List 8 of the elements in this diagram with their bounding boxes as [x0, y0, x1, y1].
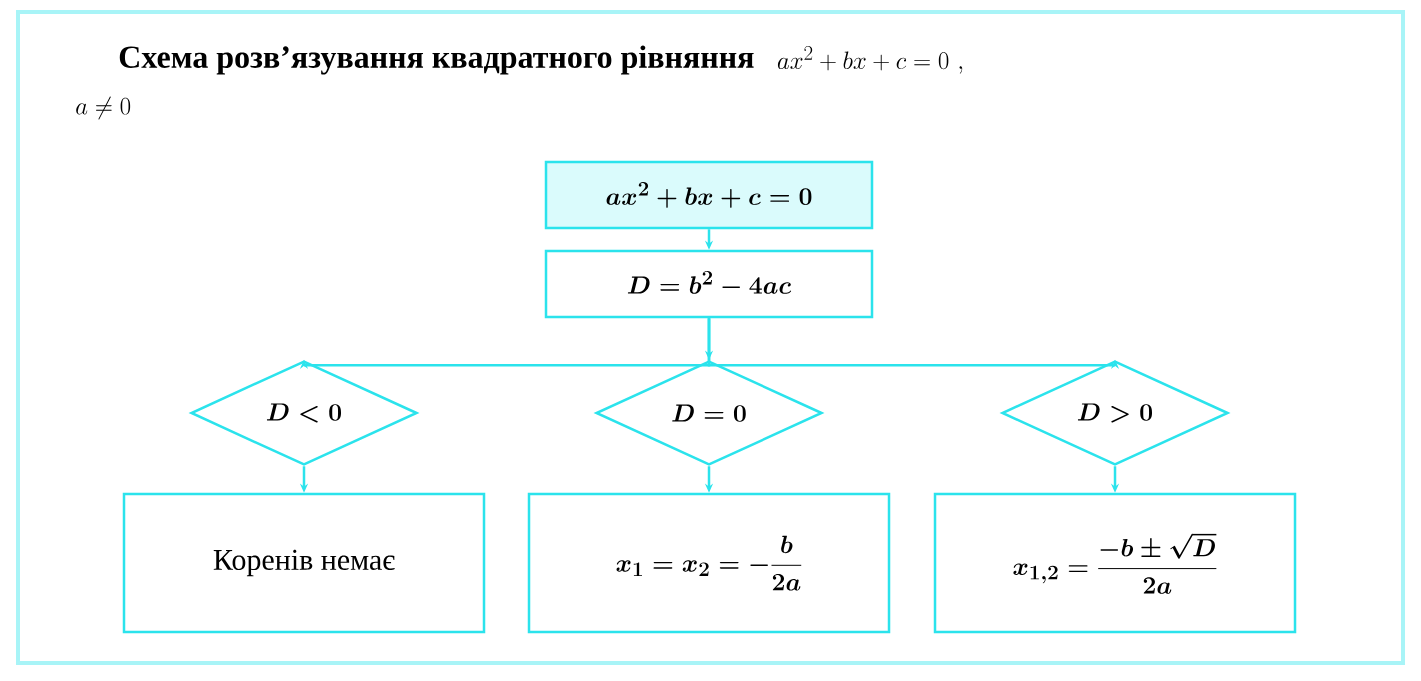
- formula: $a\neq 0$: [76, 96, 131, 120]
- result-box: $x_{1}=x_{2}=-\dfrac{b}{2a}$: [527, 492, 891, 634]
- formula-box: $ax^{2}+bx+c=0$: [544, 160, 874, 230]
- result-box: Коренів немає: [122, 492, 486, 634]
- formula-box: $D=b^{2}-4ac$: [544, 249, 874, 319]
- result-box: $x_{1,2}=\dfrac{-b\pm\sqrt{D}}{2a}$: [933, 492, 1297, 634]
- title: Схема розв’язування квадратного рівняння: [119, 45, 754, 75]
- formula: $ax^{2}+bx+c=0\ ,$: [777, 46, 963, 74]
